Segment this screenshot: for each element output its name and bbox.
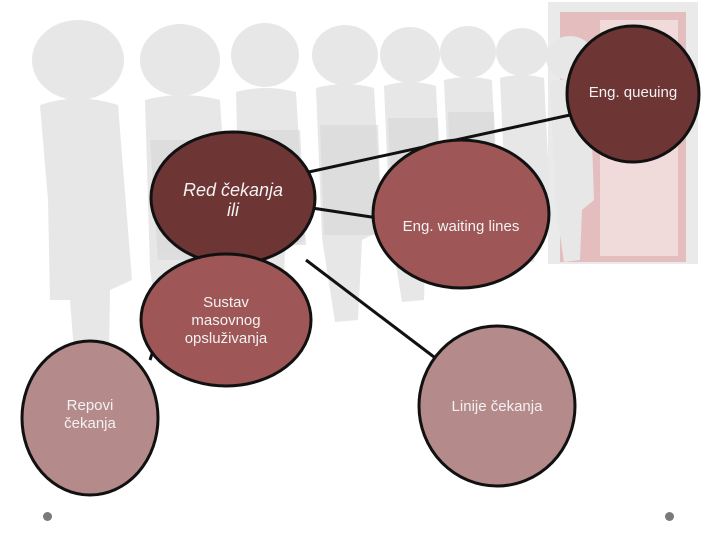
dot-icon xyxy=(665,512,674,521)
node-red-cekanja xyxy=(149,130,317,266)
node-sustav xyxy=(139,252,313,388)
node-eng-queuing xyxy=(565,24,701,164)
connector-sustav-to-linije xyxy=(305,258,439,362)
node-linije-cekanja xyxy=(417,324,577,488)
node-eng-waiting-lines xyxy=(371,138,551,290)
node-repovi xyxy=(20,339,160,497)
dot-icon xyxy=(43,512,52,521)
connector-red-to-waiting-lines xyxy=(311,206,379,220)
